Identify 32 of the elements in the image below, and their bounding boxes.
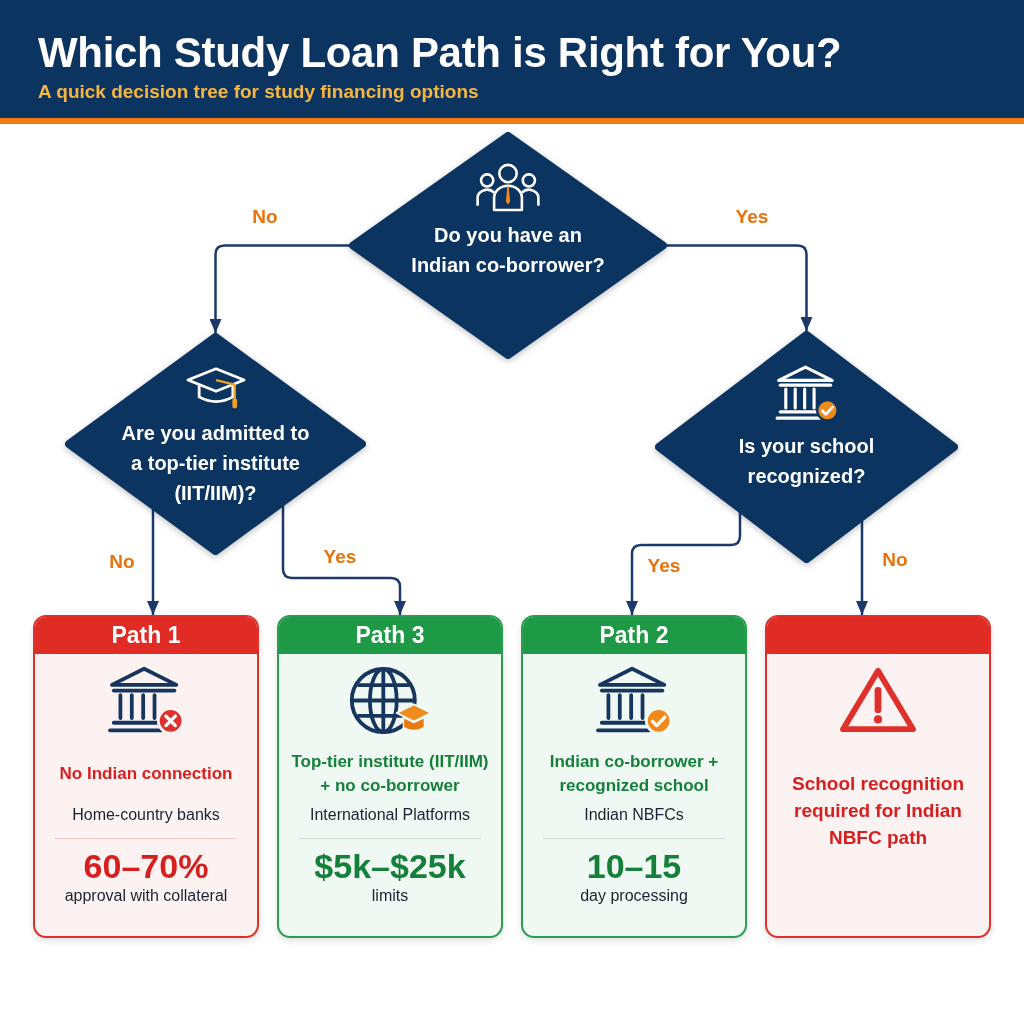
arrow [626, 512, 742, 615]
question-text: Is your school recognized? [737, 434, 876, 489]
warning-text: School recognition required for Indian NBFC path [790, 772, 966, 850]
figure-caption: limits [370, 886, 410, 906]
figure-caption: approval with collateral [63, 886, 229, 906]
arrow [209, 244, 349, 333]
question-text: Are you admitted to a top-tier institute (IIT/IIM)? [120, 421, 311, 506]
result-card [33, 615, 259, 938]
card-header: Path 1 [35, 617, 257, 654]
key-figure: $5k–$25k [314, 847, 466, 885]
card-subtitle: Top-tier institute (IIT/IIM) + no co-borrower [290, 751, 490, 797]
card-header: Path 3 [279, 617, 501, 654]
question-text: Do you have an Indian co-borrower? [410, 222, 606, 278]
lender-type: International Platforms [308, 805, 472, 825]
title: Which Study Loan Path is Right for You? [38, 28, 842, 78]
arrow [281, 505, 406, 615]
subtitle: A quick decision tree for study financing options [38, 80, 479, 104]
lender-type: Home-country banks [71, 805, 221, 825]
key-figure: 60–70% [83, 847, 209, 885]
arrow [856, 520, 868, 615]
result-card [765, 615, 991, 938]
arrow [667, 244, 813, 331]
key-figure: 10–15 [586, 847, 682, 885]
result-card [277, 615, 503, 938]
card-subtitle: No Indian connection [59, 763, 233, 785]
card-header: Path 2 [523, 617, 745, 654]
arrow [147, 508, 159, 615]
lender-type: Indian NBFCs [583, 805, 685, 825]
result-card [521, 615, 747, 938]
card-subtitle: Indian co-borrower + recognized school [548, 751, 720, 797]
figure-caption: day processing [579, 886, 689, 906]
decision-diamond [349, 132, 667, 359]
